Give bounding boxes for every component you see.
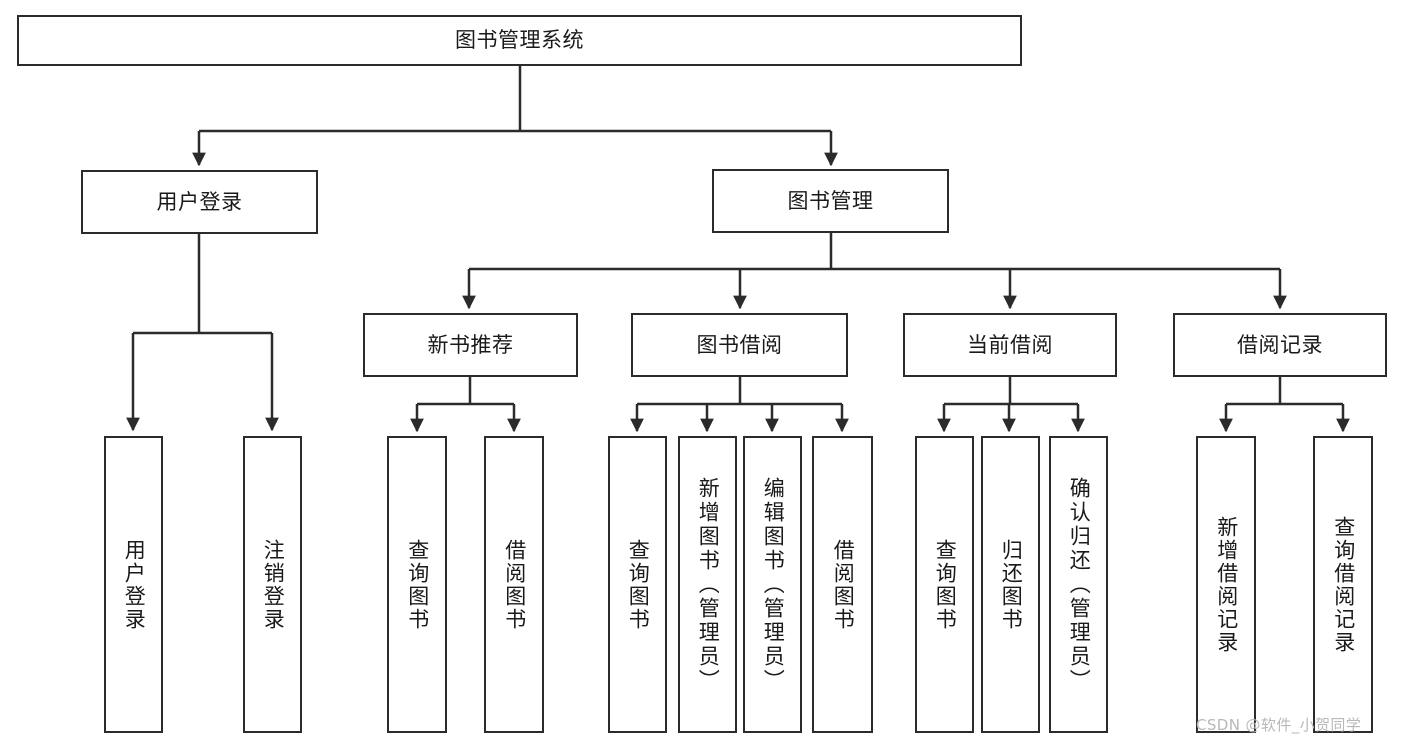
- node-current-borrow[interactable]: 当前借阅: [903, 313, 1117, 377]
- node-label: 查询借阅记录: [1331, 515, 1356, 654]
- node-label: 查询图书: [405, 538, 430, 631]
- watermark-text: CSDN @软件_小贺同学: [1196, 716, 1362, 734]
- node-label: 用户登录: [122, 538, 147, 631]
- node-leaf-add-book-admin[interactable]: 新增图书（管理员）: [678, 436, 737, 733]
- node-label: 当前借阅: [967, 332, 1053, 357]
- node-leaf-return-book[interactable]: 归还图书: [981, 436, 1040, 733]
- node-leaf-add-borrow-record[interactable]: 新增借阅记录: [1196, 436, 1256, 733]
- node-label: 新书推荐: [427, 332, 514, 357]
- node-leaf-query-book-current[interactable]: 查询图书: [915, 436, 974, 733]
- node-label: 借阅图书: [502, 538, 527, 631]
- node-borrow-record[interactable]: 借阅记录: [1173, 313, 1387, 377]
- node-user-login[interactable]: 用户登录: [81, 170, 318, 234]
- node-new-book-recommend[interactable]: 新书推荐: [363, 313, 578, 377]
- node-label: 借阅图书: [831, 538, 856, 631]
- node-label: 确认归还（管理员）: [1067, 476, 1092, 693]
- node-label: 图书借阅: [696, 332, 783, 357]
- node-root-system[interactable]: 图书管理系统: [17, 15, 1022, 66]
- node-label: 用户登录: [156, 189, 243, 214]
- node-leaf-query-borrow-record[interactable]: 查询借阅记录: [1313, 436, 1373, 733]
- node-label: 新增借阅记录: [1214, 515, 1239, 654]
- node-book-borrow[interactable]: 图书借阅: [631, 313, 848, 377]
- node-label: 借阅记录: [1237, 332, 1323, 357]
- node-leaf-user-logout[interactable]: 注销登录: [243, 436, 302, 733]
- node-label: 图书管理: [787, 188, 874, 213]
- node-leaf-borrow-book-recommend[interactable]: 借阅图书: [484, 436, 544, 733]
- node-leaf-edit-book-admin[interactable]: 编辑图书（管理员）: [743, 436, 802, 733]
- node-label: 图书管理系统: [455, 28, 584, 53]
- node-book-management[interactable]: 图书管理: [712, 169, 949, 233]
- node-leaf-query-book-borrow[interactable]: 查询图书: [608, 436, 667, 733]
- node-label: 查询图书: [933, 538, 958, 631]
- node-label: 归还图书: [999, 538, 1024, 631]
- node-leaf-query-book-recommend[interactable]: 查询图书: [387, 436, 447, 733]
- node-leaf-borrow-book[interactable]: 借阅图书: [812, 436, 873, 733]
- node-label: 编辑图书（管理员）: [761, 476, 786, 693]
- node-label: 新增图书（管理员）: [696, 476, 721, 693]
- node-label: 查询图书: [626, 538, 651, 631]
- node-leaf-user-login[interactable]: 用户登录: [104, 436, 163, 733]
- node-leaf-confirm-return-admin[interactable]: 确认归还（管理员）: [1049, 436, 1108, 733]
- node-label: 注销登录: [261, 538, 286, 631]
